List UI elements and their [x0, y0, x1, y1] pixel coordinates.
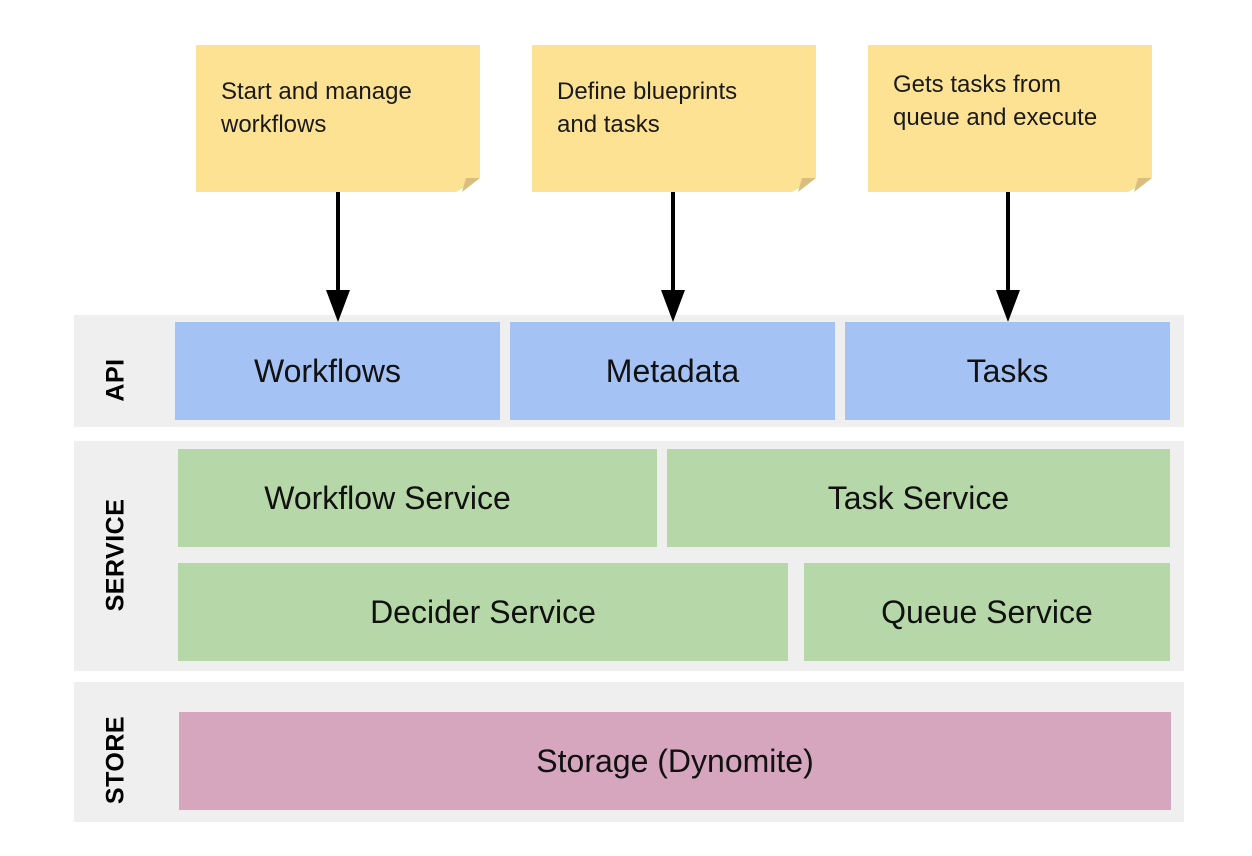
note-text-line2: and tasks — [557, 111, 660, 138]
storage-box: Storage (Dynomite) — [179, 712, 1171, 810]
service-layer-label: SERVICE — [101, 498, 130, 612]
note-fold-icon — [1128, 178, 1152, 192]
note-fold-icon — [792, 178, 816, 192]
note-text-line1: Define blueprints — [557, 78, 738, 105]
arrow-to-metadata — [661, 192, 685, 322]
note-text-line1: Start and manage — [221, 78, 412, 105]
tasks-api-box: Tasks — [845, 322, 1170, 420]
queue-service-box: Queue Service — [804, 563, 1170, 661]
decider-service-box: Decider Service — [178, 563, 788, 661]
note-text-line1: Gets tasks from — [893, 71, 1062, 98]
note-metadata: Define blueprints and tasks — [532, 45, 816, 192]
arrow-to-workflows — [326, 192, 350, 322]
api-layer-label: API — [101, 358, 130, 402]
workflows-api-box: Workflows — [175, 322, 500, 420]
metadata-api-box: Metadata — [510, 322, 835, 420]
arrow-to-tasks — [996, 192, 1020, 322]
note-tasks: Gets tasks from queue and execute — [868, 45, 1152, 192]
note-text-line2: queue and execute — [893, 104, 1098, 131]
note-text-line2: workflows — [221, 111, 327, 138]
note-workflows: Start and manage workflows — [196, 45, 480, 192]
store-layer-label: STORE — [101, 715, 130, 805]
note-fold-icon — [456, 178, 480, 192]
workflow-service-box: Workflow Service — [178, 449, 657, 547]
task-service-box: Task Service — [667, 449, 1170, 547]
